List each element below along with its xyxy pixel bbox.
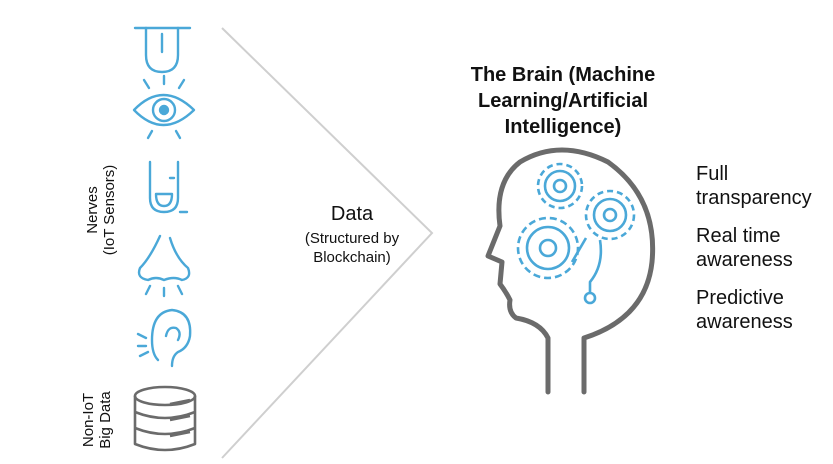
nose-icon	[137, 234, 191, 298]
brain-title-line3: Intelligence)	[504, 116, 622, 138]
brain-title-line1: The Brain (Machine	[470, 64, 656, 86]
ear-icon	[136, 308, 192, 368]
benefit-line2: awareness	[696, 311, 793, 333]
benefit-item: Full transparency	[696, 162, 831, 210]
data-node: Data (Structured by Blockchain)	[262, 202, 442, 267]
nerves-label: Nerves (IoT Sensors)	[84, 150, 120, 270]
finger-icon	[148, 160, 189, 214]
benefit-line1: Full	[696, 163, 729, 185]
database-icon	[133, 385, 197, 452]
bigdata-label-line1: Non-IoT	[80, 392, 97, 448]
brain-title: The Brain (Machine Learning/Artificial I…	[438, 62, 688, 140]
data-title: Data	[330, 203, 374, 225]
benefit-line2: awareness	[696, 249, 793, 271]
nerves-label-line2: (IoT Sensors)	[101, 164, 118, 256]
data-subtitle-line2: Blockchain)	[313, 249, 391, 266]
head-outline	[485, 147, 656, 395]
head-gears-icon	[485, 147, 656, 395]
data-subtitle-line1: (Structured by	[304, 230, 400, 247]
bigdata-label-line2: Big Data	[97, 391, 114, 449]
benefits-list: Full transparency Real time awareness Pr…	[696, 162, 831, 348]
benefit-line2: transparency	[696, 187, 812, 209]
nerves-label-line1: Nerves	[84, 186, 101, 234]
bigdata-label: Non-IoT Big Data	[80, 378, 116, 462]
chevron-arrow	[221, 27, 434, 459]
benefit-line1: Real time	[696, 225, 781, 247]
benefit-line1: Predictive	[696, 287, 784, 309]
benefit-item: Predictive awareness	[696, 286, 831, 334]
brain-title-line2: Learning/Artificial	[477, 90, 649, 112]
benefit-item: Real time awareness	[696, 224, 831, 272]
eye-icon	[132, 74, 196, 140]
tongue-icon	[133, 26, 192, 74]
data-subtitle: (Structured by Blockchain)	[262, 229, 442, 267]
